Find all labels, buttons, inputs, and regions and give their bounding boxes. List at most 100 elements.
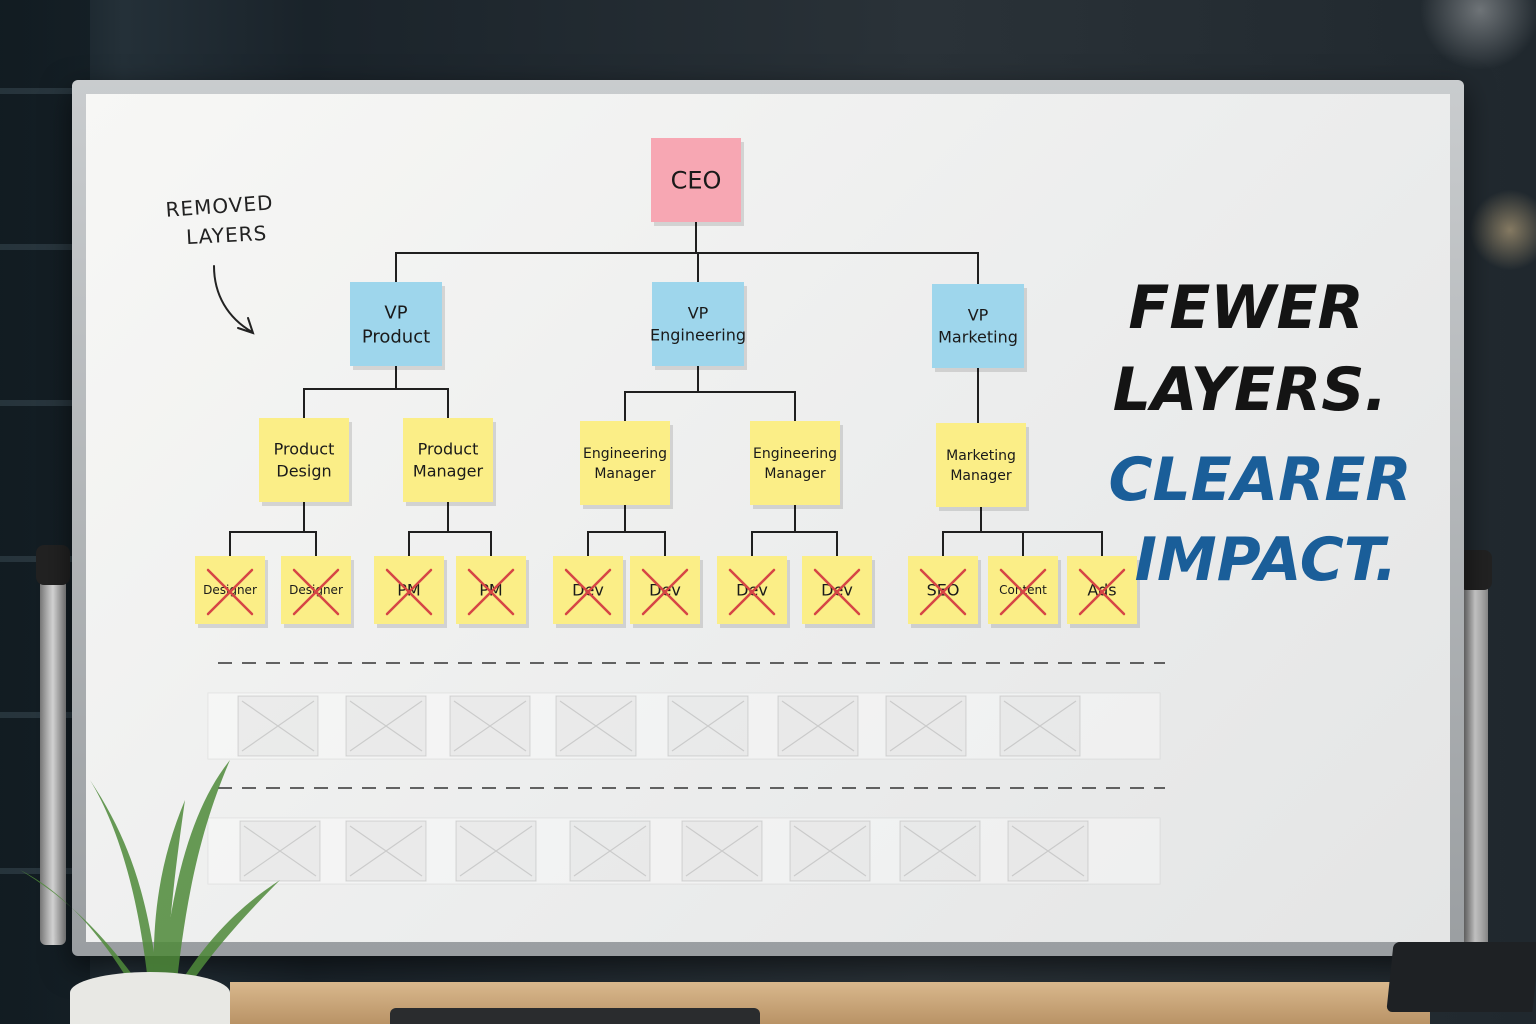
sticky-note-label: VP: [384, 302, 407, 323]
sticky-note-removed: Dev: [802, 556, 875, 628]
whiteboard-stand-left: [40, 545, 66, 945]
erased-cross-icon: [559, 700, 633, 752]
sticky-note-paper: [195, 556, 265, 624]
tagline-line-2: LAYERS.: [1113, 355, 1387, 425]
sticky-note-paper: [630, 556, 700, 624]
sticky-note-label: Dev: [736, 581, 768, 600]
connector-line: [408, 531, 492, 556]
tagline-line-3: CLEARER: [1108, 445, 1411, 515]
removed-layers-annotation: REMOVED LAYERS: [165, 190, 274, 335]
sticky-note-label: Engineering: [753, 446, 837, 462]
sticky-note-label: VP: [688, 304, 709, 323]
sticky-note-label: CEO: [671, 166, 722, 194]
sticky-note-label: Dev: [649, 581, 681, 600]
sticky-note-label: Manager: [594, 466, 656, 482]
erased-cross-icon: [903, 825, 977, 877]
erased-cross-icon: [889, 700, 963, 752]
annotation-arrow-icon: [213, 265, 255, 335]
erased-cross-icon: [793, 825, 867, 877]
sticky-note-paper: [553, 556, 623, 624]
sticky-note-paper: [936, 423, 1026, 507]
sticky-note-removed: Ads: [1067, 556, 1140, 628]
erased-note: [667, 695, 749, 757]
erased-cross-icon: [241, 700, 315, 752]
sticky-note-paper: [350, 282, 442, 366]
sticky-note-paper: [580, 421, 670, 505]
sticky-note-paper: [908, 556, 978, 624]
erased-cross-icon: [349, 700, 423, 752]
sticky-note-paper: [932, 284, 1024, 368]
sticky-note-paper: [259, 418, 349, 502]
erased-cross-icon: [349, 825, 423, 877]
cross-out-icon: [385, 568, 433, 616]
cross-out-icon: [919, 568, 967, 616]
connector-line: [624, 391, 796, 421]
sticky-note-vp: VP Product: [350, 282, 445, 370]
erased-note: [885, 695, 967, 757]
cross-out-icon: [206, 568, 254, 616]
cross-out-icon: [564, 568, 612, 616]
sticky-note-label: Design: [276, 462, 331, 481]
sticky-note-label: Manager: [950, 468, 1012, 484]
erased-note: [569, 820, 651, 882]
erased-cross-icon: [243, 825, 317, 877]
erased-note: [237, 695, 319, 757]
sticky-note-label: Product: [274, 440, 335, 459]
erased-note: [239, 820, 321, 882]
sticky-note-label: Marketing: [946, 448, 1016, 464]
whiteboard-stand-right: [1462, 550, 1488, 950]
sticky-note-paper: [374, 556, 444, 624]
sticky-note-ceo: CEO: [651, 138, 744, 226]
sticky-note-label: Dev: [821, 581, 853, 600]
sticky-note-removed: Dev: [630, 556, 703, 628]
sticky-note-removed: Designer: [195, 556, 268, 628]
sticky-note-label: Product: [418, 440, 479, 459]
sticky-note-paper: [750, 421, 840, 505]
sticky-note-removed: Dev: [717, 556, 790, 628]
connector-lines: [229, 222, 1103, 556]
sticky-note-label: Marketing: [938, 328, 1018, 347]
sticky-note-paper: [456, 556, 526, 624]
cross-out-icon: [292, 568, 340, 616]
cross-out-icon: [813, 568, 861, 616]
tagline-line-4: IMPACT.: [1135, 525, 1398, 595]
erased-note: [345, 820, 427, 882]
whiteboard: [86, 94, 1450, 942]
cross-out-icon: [467, 568, 515, 616]
annotation-line-2: LAYERS: [185, 221, 267, 249]
stand-knob-left: [36, 545, 70, 585]
erased-note: [681, 820, 763, 882]
erased-cross-icon: [685, 825, 759, 877]
erased-note: [1007, 820, 1089, 882]
cross-out-icon: [728, 568, 776, 616]
erased-note: [899, 820, 981, 882]
erased-note: [555, 695, 637, 757]
sticky-note-label: SEO: [927, 581, 960, 600]
tagline: FEWER LAYERS. CLEARER IMPACT.: [1108, 273, 1411, 595]
sticky-note-removed: Content: [988, 556, 1061, 628]
cross-out-icon: [1078, 568, 1126, 616]
sticky-note-paper: [988, 556, 1058, 624]
sticky-note-label: VP: [968, 306, 989, 325]
sticky-note-removed: SEO: [908, 556, 981, 628]
sticky-note-removed: Designer: [281, 556, 354, 628]
erased-cross-icon: [459, 825, 533, 877]
sticky-note-removed: PM: [456, 556, 529, 628]
erased-cross-icon: [1011, 825, 1085, 877]
sticky-note-paper: [1067, 556, 1137, 624]
sticky-note-label: Manager: [764, 466, 826, 482]
connector-line: [395, 252, 979, 284]
connector-line: [229, 531, 317, 556]
sticky-note-label: Engineering: [583, 446, 667, 462]
plant-pot: [70, 972, 230, 1024]
sticky-note-label: Product: [362, 326, 430, 347]
erased-layers: [207, 662, 1165, 885]
connector-line: [587, 531, 666, 556]
erased-note: [999, 695, 1081, 757]
erased-cross-icon: [671, 700, 745, 752]
cross-out-icon: [641, 568, 689, 616]
